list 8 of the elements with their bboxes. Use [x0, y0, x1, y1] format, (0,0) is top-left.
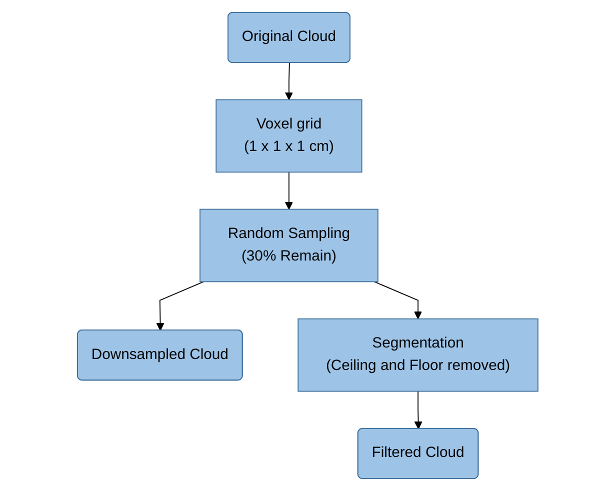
arrow [284, 172, 293, 210]
node-box: Segmentation (Ceiling and Floor removed) [297, 318, 538, 392]
node-box: Random Sampling (30% Remain) [199, 208, 378, 282]
arrow [414, 390, 422, 430]
node-box: Voxel grid (1 x 1 x 1 cm) [215, 99, 362, 173]
arrow [284, 62, 293, 100]
arrow [156, 281, 204, 331]
arrow [374, 281, 422, 320]
